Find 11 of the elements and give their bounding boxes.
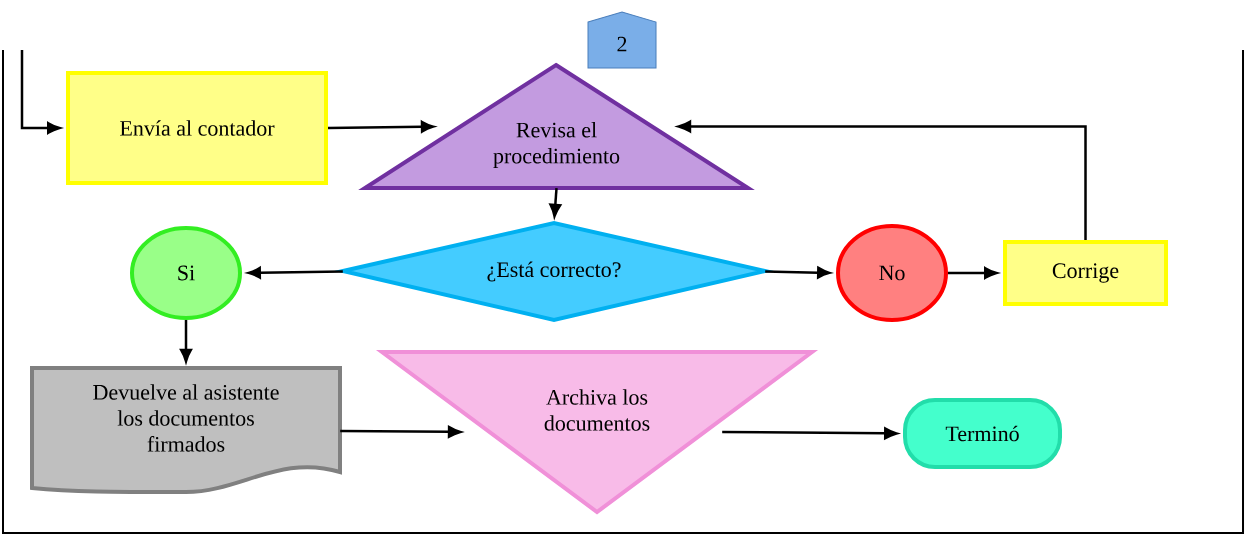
terminal-box: Terminó — [903, 398, 1062, 469]
arrow — [948, 267, 998, 279]
arrow — [765, 266, 831, 279]
arrow — [180, 320, 192, 363]
arrow — [20, 50, 61, 134]
process-box: Corrige — [1003, 240, 1168, 306]
arrow — [549, 188, 562, 218]
arrow — [247, 266, 343, 279]
off-page-connector: 2 — [587, 11, 657, 69]
arrow — [340, 425, 462, 438]
process-box: Envía al contador — [66, 71, 328, 185]
